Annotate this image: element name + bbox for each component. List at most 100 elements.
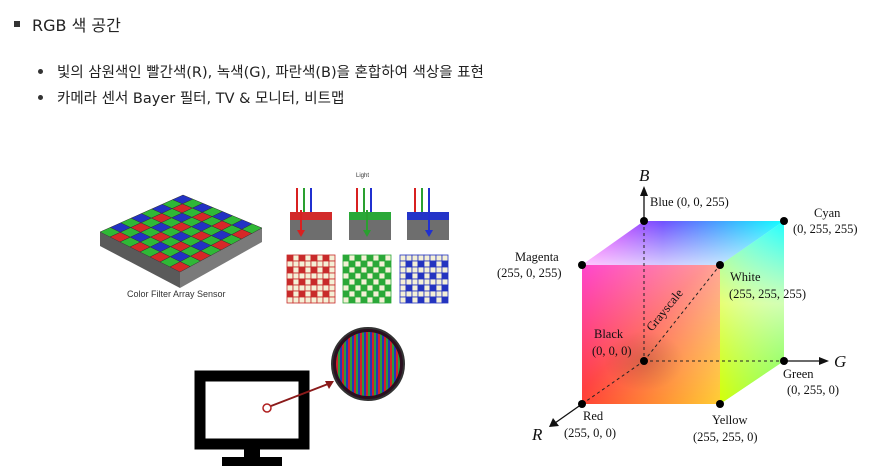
- channel-grid-cell: [328, 284, 336, 292]
- channel-grid-cell: [298, 296, 306, 304]
- channel-grid-cell: [342, 254, 350, 262]
- channel-grid-cell: [366, 272, 374, 280]
- channel-grid-cell: [372, 296, 380, 304]
- channel-grid-cell: [441, 266, 449, 274]
- bullet-text: 카메라 센서 Bayer 필터, TV & 모니터, 비트맵: [57, 90, 345, 107]
- channel-grid-cell: [360, 254, 368, 262]
- bullet-list: 빛의 삼원색인 빨간색(R), 녹색(G), 파란색(B)을 혼합하여 색상을 …: [38, 58, 484, 110]
- channel-grid-cell: [417, 272, 425, 280]
- blue-channel-grid: [399, 254, 449, 304]
- channel-grid-cell: [417, 284, 425, 292]
- label-red-name: Red: [583, 409, 604, 423]
- channel-filter-grids: [286, 254, 449, 304]
- channel-grid-cell: [411, 284, 419, 292]
- channel-grid-cell: [322, 278, 330, 286]
- channel-grid-cell: [399, 290, 407, 298]
- channel-grid-cell: [322, 290, 330, 298]
- channel-grid-cell: [354, 284, 362, 292]
- channel-grid-cell: [316, 278, 324, 286]
- channel-grid-cell: [360, 284, 368, 292]
- channel-grid-cell: [384, 266, 392, 274]
- channel-grid-cell: [304, 278, 312, 286]
- label-blue: Blue (0, 0, 255): [650, 195, 729, 209]
- axis-g-label: G: [834, 352, 846, 371]
- monitor-icon: [194, 370, 334, 466]
- blue-filter-well: [407, 188, 449, 240]
- channel-grid-cell: [378, 260, 386, 268]
- square-bullet-icon: [14, 21, 20, 27]
- channel-grid-cell: [441, 272, 449, 280]
- channel-grid-cell: [328, 278, 336, 286]
- slide-title: RGB 색 공간: [32, 16, 121, 35]
- channel-grid-cell: [384, 260, 392, 268]
- channel-grid-cell: [435, 266, 443, 274]
- channel-grid-cell: [322, 260, 330, 268]
- channel-grid-cell: [411, 290, 419, 298]
- channel-grid-cell: [298, 290, 306, 298]
- red-channel-grid: [286, 254, 336, 304]
- channel-grid-cell: [310, 272, 318, 280]
- channel-grid-cell: [304, 260, 312, 268]
- channel-grid-cell: [384, 278, 392, 286]
- channel-grid-cell: [435, 272, 443, 280]
- channel-grid-cell: [292, 284, 300, 292]
- channel-grid-cell: [378, 296, 386, 304]
- channel-grid-cell: [354, 272, 362, 280]
- channel-grid-cell: [378, 278, 386, 286]
- channel-grid-cell: [423, 278, 431, 286]
- channel-grid-cell: [411, 296, 419, 304]
- channel-grid-cell: [322, 296, 330, 304]
- bullet-item: 빛의 삼원색인 빨간색(R), 녹색(G), 파란색(B)을 혼합하여 색상을 …: [38, 58, 484, 84]
- channel-grid-cell: [348, 290, 356, 298]
- channel-grid-cell: [378, 266, 386, 274]
- channel-grid-cell: [342, 260, 350, 268]
- channel-grid-cell: [286, 260, 294, 268]
- channel-grid-cell: [354, 254, 362, 262]
- magnified-pixel-icon: [331, 327, 405, 401]
- channel-grid-cell: [292, 272, 300, 280]
- channel-grid-cell: [292, 290, 300, 298]
- channel-grid-cell: [429, 272, 437, 280]
- light-label: Light: [356, 173, 370, 179]
- channel-grid-cell: [372, 284, 380, 292]
- channel-grid-cell: [354, 260, 362, 268]
- channel-grid-cell: [348, 272, 356, 280]
- channel-grid-cell: [429, 254, 437, 262]
- channel-grid-cell: [354, 296, 362, 304]
- pixel-wells-illustration: [290, 188, 449, 240]
- corner-blue-dot: [640, 217, 648, 225]
- channel-grid-cell: [372, 254, 380, 262]
- channel-grid-cell: [304, 290, 312, 298]
- bullet-item: 카메라 센서 Bayer 필터, TV & 모니터, 비트맵: [38, 84, 484, 110]
- channel-grid-cell: [378, 272, 386, 280]
- channel-grid-cell: [372, 278, 380, 286]
- channel-grid-cell: [384, 272, 392, 280]
- red-filter-well: [290, 188, 332, 240]
- channel-grid-cell: [286, 290, 294, 298]
- corner-yellow-dot: [716, 400, 724, 408]
- channel-grid-cell: [384, 284, 392, 292]
- channel-grid-cell: [328, 272, 336, 280]
- channel-grid-cell: [366, 254, 374, 262]
- channel-grid-cell: [298, 266, 306, 274]
- channel-grid-cell: [298, 272, 306, 280]
- channel-grid-cell: [316, 260, 324, 268]
- channel-grid-cell: [310, 284, 318, 292]
- slide-heading: RGB 색 공간: [14, 12, 121, 36]
- label-magenta-name: Magenta: [515, 250, 559, 264]
- channel-grid-cell: [310, 266, 318, 274]
- corner-black-dot: [640, 357, 648, 365]
- channel-grid-cell: [298, 284, 306, 292]
- channel-grid-cell: [441, 296, 449, 304]
- channel-grid-cell: [405, 290, 413, 298]
- channel-grid-cell: [342, 296, 350, 304]
- channel-grid-cell: [411, 278, 419, 286]
- label-cyan-value: (0, 255, 255): [793, 222, 858, 236]
- channel-grid-cell: [360, 296, 368, 304]
- channel-grid-cell: [342, 266, 350, 274]
- channel-grid-cell: [304, 296, 312, 304]
- channel-grid-cell: [328, 254, 336, 262]
- channel-grid-cell: [423, 266, 431, 274]
- bullet-text: 빛의 삼원색인 빨간색(R), 녹색(G), 파란색(B)을 혼합하여 색상을 …: [57, 64, 484, 81]
- channel-grid-cell: [286, 278, 294, 286]
